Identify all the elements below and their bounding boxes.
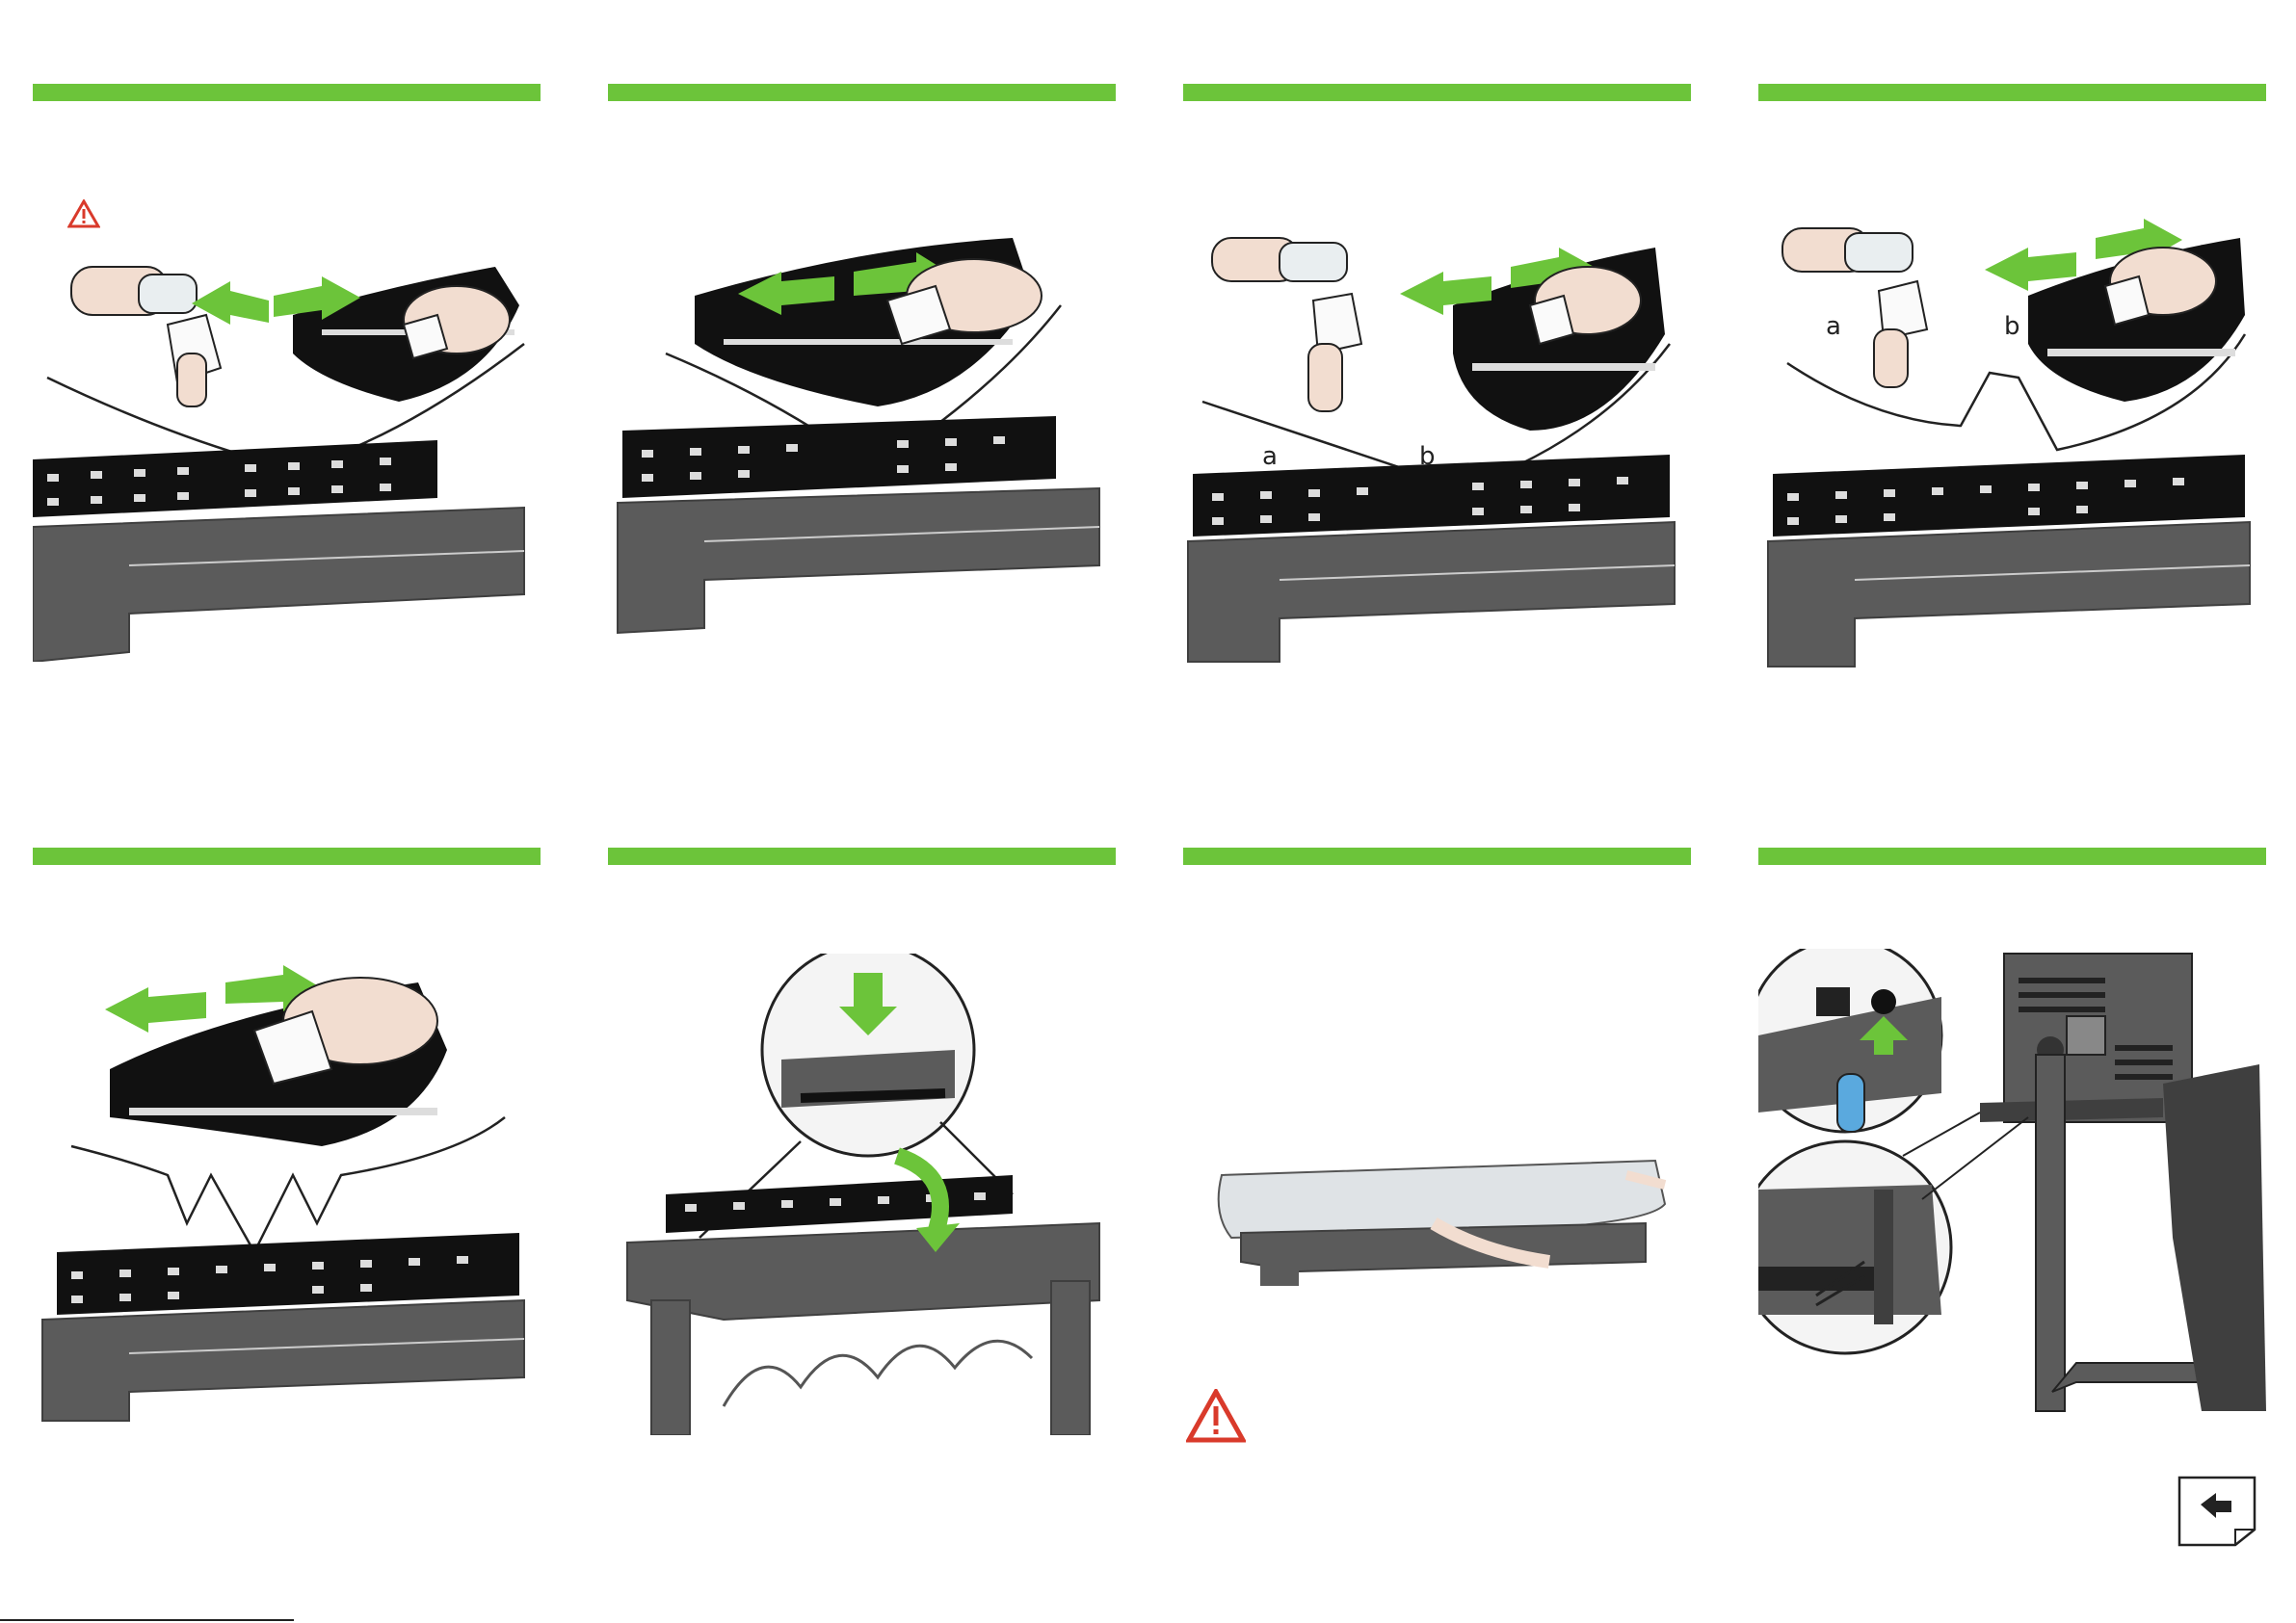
scanner-cleaning-illustration: a b	[1183, 209, 1691, 671]
scanner-cover-illustration	[1183, 1156, 1691, 1291]
scanner-cleaning-illustration	[33, 248, 541, 662]
panel-header-bar	[608, 848, 1116, 865]
panel-header-bar	[608, 84, 1116, 101]
instruction-panel-4: a b	[1758, 84, 2266, 671]
instruction-panel-7	[1183, 848, 1691, 1435]
panel-header-bar	[1183, 848, 1691, 865]
instruction-panel-5	[33, 848, 541, 1435]
panel-header-bar	[1758, 84, 2266, 101]
scanner-cleaning-illustration: a b	[1758, 190, 2266, 671]
panel-header-bar	[1758, 848, 2266, 865]
scanner-closing-illustration	[608, 954, 1116, 1435]
warning-icon	[1186, 1389, 1246, 1443]
instruction-panel-3: a b	[1183, 84, 1691, 671]
step-label-b: b	[2004, 312, 2020, 341]
warning-icon	[67, 199, 100, 228]
scanner-cleaning-illustration	[608, 238, 1116, 652]
instruction-panel-6	[608, 848, 1116, 1435]
step-label-a: a	[1262, 442, 1278, 471]
panel-header-bar	[1183, 84, 1691, 101]
scanner-cleaning-illustration	[33, 954, 541, 1426]
return-arrow-icon[interactable]	[2176, 1474, 2258, 1549]
instruction-panel-1	[33, 84, 541, 671]
step-label-a: a	[1826, 312, 1841, 341]
instruction-panel-8	[1758, 848, 2266, 1435]
instruction-panel-2	[608, 84, 1116, 671]
panel-header-bar	[33, 848, 541, 865]
panel-header-bar	[33, 84, 541, 101]
power-connection-illustration	[1758, 949, 2266, 1421]
footer-rule	[0, 1619, 294, 1621]
